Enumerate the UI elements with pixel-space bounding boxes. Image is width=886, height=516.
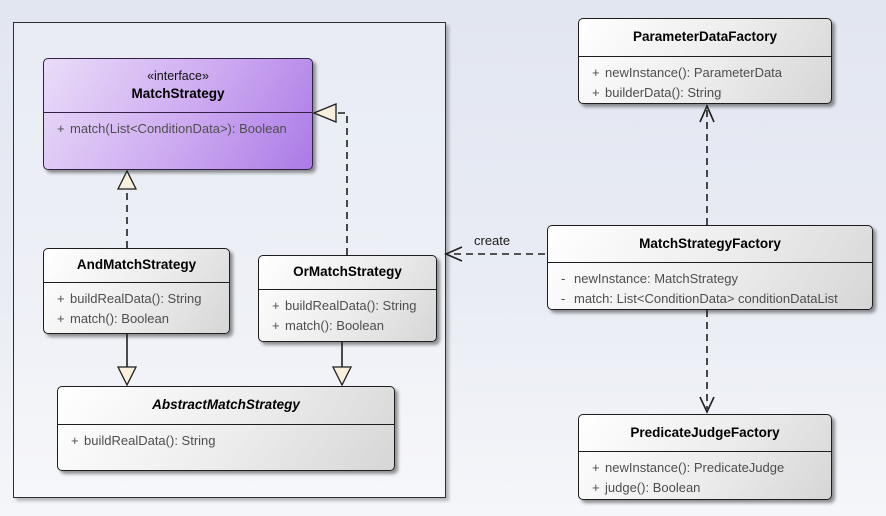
class-name-label: AndMatchStrategy	[76, 257, 197, 273]
create-edge-label: create	[474, 233, 511, 248]
member-row: + judge(): Boolean	[583, 480, 827, 495]
member-row: + buildRealData(): String	[263, 298, 432, 313]
class-andmatchstrategy-header: AndMatchStrategy	[44, 249, 229, 283]
visibility-marker: +	[592, 65, 600, 80]
member-text: judge(): Boolean	[605, 480, 701, 495]
visibility-marker: +	[57, 291, 65, 306]
class-predicatejudgefactory-box[interactable]: PredicateJudgeFactory + newInstance(): P…	[578, 414, 832, 500]
member-text: buildRealData(): String	[70, 291, 202, 306]
member-row: + buildRealData(): String	[62, 433, 390, 448]
class-ormatchstrategy-box[interactable]: OrMatchStrategy + buildRealData(): Strin…	[258, 255, 437, 342]
class-matchstrategy-box[interactable]: «interface» MatchStrategy + match(List<C…	[43, 58, 313, 170]
member-text: newInstance(): ParameterData	[605, 65, 783, 80]
member-row: + buildRealData(): String	[48, 291, 225, 306]
member-text: match: List<ConditionData> conditionData…	[574, 291, 838, 306]
visibility-marker: +	[272, 298, 280, 313]
visibility-marker: +	[71, 433, 79, 448]
visibility-marker: +	[57, 121, 65, 136]
member-row: + match(): Boolean	[263, 318, 432, 333]
class-abstractmatchstrategy-members: + buildRealData(): String	[58, 425, 394, 452]
interface-stereotype-label: «interface»	[147, 68, 209, 83]
member-row: + match(List<ConditionData>): Boolean	[48, 121, 308, 136]
class-andmatchstrategy-members: + buildRealData(): String + match(): Boo…	[44, 283, 229, 330]
class-name-label: PredicateJudgeFactory	[630, 424, 780, 440]
visibility-marker: +	[272, 318, 280, 333]
member-text: match(): Boolean	[70, 311, 169, 326]
class-matchstrategyfactory-box[interactable]: MatchStrategyFactory - newInstance: Matc…	[547, 225, 873, 310]
class-abstractmatchstrategy-header: AbstractMatchStrategy	[58, 387, 394, 425]
class-matchstrategyfactory-header: MatchStrategyFactory	[548, 226, 872, 263]
class-name-label: MatchStrategy	[131, 86, 225, 102]
member-row: - match: List<ConditionData> conditionDa…	[552, 291, 868, 306]
member-text: builderData(): String	[605, 85, 722, 100]
member-text: buildRealData(): String	[84, 433, 216, 448]
member-row: + builderData(): String	[583, 85, 827, 100]
visibility-marker: +	[592, 85, 600, 100]
class-ormatchstrategy-members: + buildRealData(): String + match(): Boo…	[259, 290, 436, 337]
member-row: + newInstance(): ParameterData	[583, 65, 827, 80]
dependency-arrow-factory-to-parameterdatafactory	[699, 104, 715, 225]
class-name-label: AbstractMatchStrategy	[152, 397, 300, 413]
member-text: newInstance(): PredicateJudge	[605, 460, 785, 475]
member-text: match(): Boolean	[285, 318, 384, 333]
member-row: - newInstance: MatchStrategy	[552, 271, 868, 286]
class-name-label: OrMatchStrategy	[293, 264, 402, 280]
visibility-marker: -	[561, 271, 566, 286]
class-parameterdatafactory-box[interactable]: ParameterDataFactory + newInstance(): Pa…	[578, 18, 832, 104]
class-parameterdatafactory-members: + newInstance(): ParameterData + builder…	[579, 57, 831, 104]
member-row: + newInstance(): PredicateJudge	[583, 460, 827, 475]
class-ormatchstrategy-header: OrMatchStrategy	[259, 256, 436, 290]
class-abstractmatchstrategy-box[interactable]: AbstractMatchStrategy + buildRealData():…	[57, 386, 395, 471]
class-predicatejudgefactory-header: PredicateJudgeFactory	[579, 415, 831, 452]
class-andmatchstrategy-box[interactable]: AndMatchStrategy + buildRealData(): Stri…	[43, 248, 230, 334]
visibility-marker: +	[592, 460, 600, 475]
class-matchstrategyfactory-members: - newInstance: MatchStrategy - match: Li…	[548, 263, 872, 310]
class-predicatejudgefactory-members: + newInstance(): PredicateJudge + judge(…	[579, 452, 831, 499]
member-text: newInstance: MatchStrategy	[574, 271, 739, 286]
member-text: match(List<ConditionData>): Boolean	[70, 121, 287, 136]
class-matchstrategy-header: «interface» MatchStrategy	[44, 59, 312, 113]
visibility-marker: +	[57, 311, 65, 326]
member-text: buildRealData(): String	[285, 298, 417, 313]
member-row: + match(): Boolean	[48, 311, 225, 326]
class-matchstrategy-members: + match(List<ConditionData>): Boolean	[44, 113, 312, 140]
dependency-arrow-create	[444, 246, 545, 262]
class-name-label: ParameterDataFactory	[632, 29, 778, 45]
visibility-marker: +	[592, 480, 600, 495]
visibility-marker: -	[561, 291, 566, 306]
dependency-arrow-factory-to-predicatejudgefactory	[699, 310, 715, 414]
class-parameterdatafactory-header: ParameterDataFactory	[579, 19, 831, 57]
class-name-label: MatchStrategyFactory	[639, 235, 781, 251]
